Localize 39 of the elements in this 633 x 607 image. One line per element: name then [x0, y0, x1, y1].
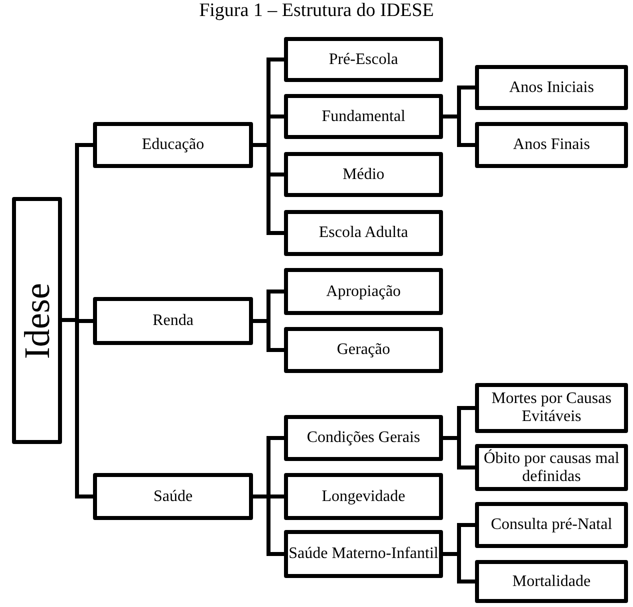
category-box — [475, 444, 628, 491]
box-label: Apropiação — [326, 282, 401, 300]
category-box — [475, 122, 628, 168]
category-box — [284, 327, 443, 373]
category-box — [475, 65, 628, 110]
box-label: Mortes por Causas Evitáveis — [490, 390, 612, 426]
category-box — [93, 122, 253, 168]
category-box — [284, 210, 443, 256]
box-label: Renda — [152, 312, 194, 330]
box-label: Idese — [17, 282, 57, 358]
category-box — [93, 473, 253, 520]
box-label: Saúde Materno-Infantil — [288, 545, 438, 563]
box-label: Longevidade — [322, 488, 406, 506]
box-label: Escola Adulta — [318, 224, 408, 242]
box-label: Educação — [142, 136, 204, 154]
box-label: Fundamental — [322, 108, 406, 126]
box-label: Médio — [342, 166, 384, 184]
box-label: Geração — [336, 341, 390, 359]
category-box — [284, 415, 443, 461]
category-box — [284, 268, 443, 315]
category-box — [475, 560, 628, 603]
category-box — [12, 197, 62, 444]
category-box — [284, 37, 443, 82]
figure-title: Figura 1 – Estrutura do IDESE — [198, 0, 435, 22]
box-label: Mortalidade — [512, 572, 591, 590]
box-label: Óbito por causas mal definidas — [482, 450, 620, 486]
category-box — [284, 473, 443, 520]
box-label: Anos Iniciais — [509, 78, 594, 96]
box-label: Anos Finais — [513, 136, 590, 154]
box-label: Condições Gerais — [306, 429, 420, 447]
category-box — [284, 530, 443, 578]
category-box — [93, 297, 253, 345]
category-box — [475, 502, 628, 548]
category-box — [284, 152, 443, 197]
box-label: Pré-Escola — [328, 50, 398, 68]
box-label: Saúde — [153, 488, 193, 506]
category-box — [284, 94, 443, 139]
box-label: Consulta pré-Natal — [490, 516, 612, 534]
category-box — [475, 383, 628, 433]
